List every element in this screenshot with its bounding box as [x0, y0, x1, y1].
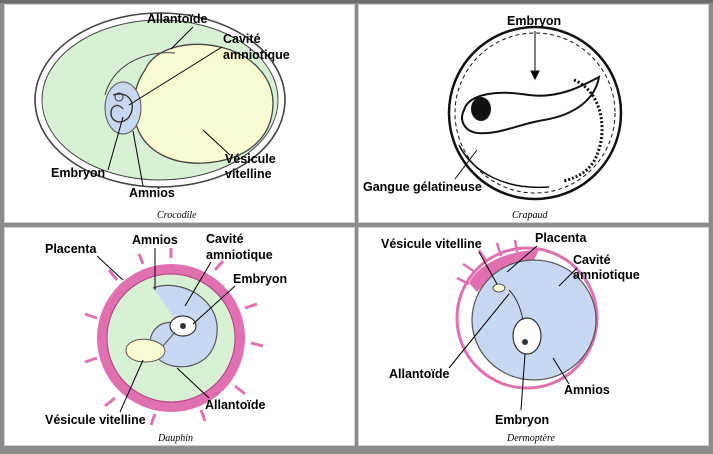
embryo-body — [110, 93, 133, 123]
top-border — [0, 0, 713, 3]
embryo-eye — [522, 339, 528, 345]
label-amnios: Amnios — [564, 383, 610, 397]
embryo-eye — [180, 323, 186, 329]
label-vesicule-1: Vésicule — [225, 152, 276, 166]
caption-dermoptere: Dermoptère — [506, 433, 556, 444]
label-cavite-2: amniotique — [573, 268, 640, 282]
panel-crocodile: Allantoïde Cavité amniotique Vésicule vi… — [4, 4, 355, 223]
label-cavite-2: amniotique — [206, 248, 273, 262]
tadpole-embryo — [461, 75, 601, 135]
label-amnios: Amnios — [129, 186, 175, 200]
tadpole-head — [471, 97, 491, 121]
panel-dauphin: Placenta Amnios Cavité amniotique Embryo… — [4, 227, 355, 446]
villi-fringe — [84, 248, 264, 426]
yolk-sac — [125, 338, 166, 363]
label-vesicule-2: vitelline — [225, 167, 272, 181]
label-embryon: Embryon — [51, 166, 105, 180]
panel-dermoptere: Vésicule vitelline Placenta Cavité amnio… — [358, 227, 709, 446]
label-cavite-1: Cavité — [223, 32, 261, 46]
lower-arc — [458, 144, 550, 189]
label-cavite-1: Cavité — [206, 232, 244, 246]
label-embryon: Embryon — [507, 14, 561, 28]
label-vesicule: Vésicule vitelline — [381, 237, 482, 251]
yolk-sac — [133, 43, 274, 164]
leader-lines — [96, 248, 236, 413]
crapaud-diagram: Embryon Gangue gélatineuse Crapaud — [363, 14, 623, 221]
label-cavite-2: amniotique — [223, 48, 290, 62]
allantois-stalk — [104, 52, 176, 96]
label-placenta: Placenta — [535, 231, 587, 245]
yolk-stalk — [162, 331, 176, 347]
label-embryon: Embryon — [495, 413, 549, 427]
label-placenta: Placenta — [45, 242, 97, 256]
yolk-vesicle — [492, 283, 506, 293]
embryo-head — [114, 92, 124, 102]
caption-dauphin: Dauphin — [157, 433, 193, 444]
dermoptere-diagram: Vésicule vitelline Placenta Cavité amnio… — [381, 231, 640, 444]
label-allantoide: Allantoïde — [205, 398, 265, 412]
crocodile-diagram: Allantoïde Cavité amniotique Vésicule vi… — [34, 12, 290, 221]
jelly-inner — [454, 32, 616, 194]
leader-lines — [448, 245, 578, 411]
membrane-dots — [563, 78, 604, 183]
panel-crapaud: Embryon Gangue gélatineuse Crapaud — [358, 4, 709, 223]
label-vesicule: Vésicule vitelline — [45, 413, 146, 427]
label-embryon: Embryon — [233, 272, 287, 286]
caption-crapaud: Crapaud — [512, 210, 549, 221]
villi-fringe — [456, 239, 519, 286]
allantois-stalk — [508, 289, 524, 321]
leader-lines — [454, 31, 540, 180]
embryo — [512, 317, 542, 355]
leader-lines — [107, 26, 231, 187]
dauphin-diagram: Placenta Amnios Cavité amniotique Embryo… — [45, 232, 287, 444]
label-allantoide: Allantoïde — [147, 12, 207, 26]
label-amnios: Amnios — [132, 233, 178, 247]
label-gangue: Gangue gélatineuse — [363, 180, 482, 194]
label-cavite-1: Cavité — [573, 253, 611, 267]
caption-crocodile: Crocodile — [157, 210, 197, 221]
label-allantoide: Allantoïde — [389, 367, 449, 381]
